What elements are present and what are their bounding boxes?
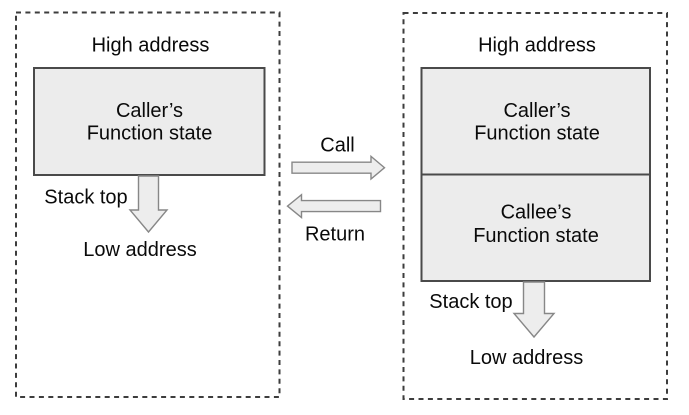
svg-text:Function state: Function state: [473, 225, 599, 247]
svg-text:Function state: Function state: [474, 122, 600, 144]
svg-text:Low address: Low address: [470, 347, 583, 369]
svg-text:Call: Call: [320, 134, 354, 156]
svg-text:Low address: Low address: [83, 239, 196, 261]
svg-text:Stack top: Stack top: [44, 187, 127, 209]
svg-text:Stack top: Stack top: [429, 291, 512, 313]
svg-text:Return: Return: [305, 224, 365, 246]
svg-text:High address: High address: [478, 34, 596, 56]
svg-text:Caller’s: Caller’s: [503, 100, 570, 122]
svg-text:Caller’s: Caller’s: [116, 100, 183, 122]
svg-text:Callee’s: Callee’s: [501, 202, 572, 224]
svg-text:High address: High address: [92, 34, 210, 56]
svg-text:Function state: Function state: [87, 123, 213, 145]
